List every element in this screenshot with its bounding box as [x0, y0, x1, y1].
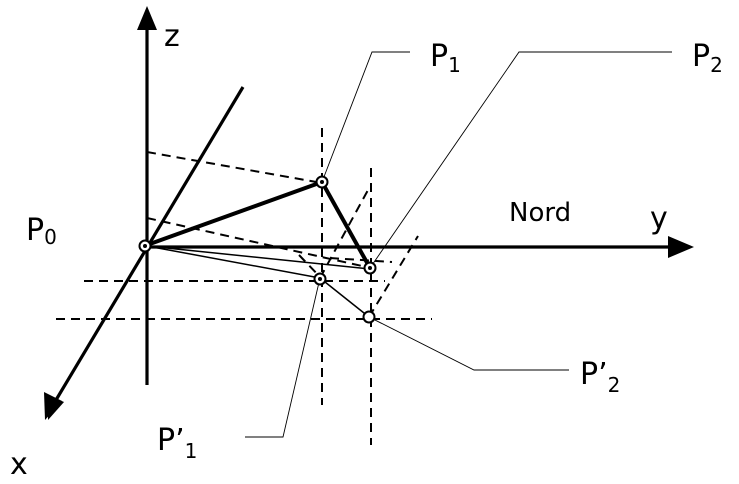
- leader-lines: [245, 51, 672, 438]
- y-axis-arrowhead: [668, 236, 694, 258]
- dashed-z-to-p1: [146, 151, 323, 184]
- z-axis-arrowhead: [137, 6, 157, 30]
- marker-p2-proj: [362, 310, 376, 324]
- north-label: Nord: [509, 198, 571, 228]
- segment-p1-p2: [320, 181, 372, 269]
- z-axis-label: z: [164, 19, 180, 54]
- construction-lines: [56, 128, 432, 445]
- marker-p1-proj: [313, 272, 327, 286]
- leader-p2-proj: [368, 316, 569, 371]
- segment-p1proj-p2proj: [319, 277, 370, 318]
- marker-p0: [138, 239, 152, 253]
- y-axis-label: y: [650, 201, 668, 236]
- x-axis-arrowhead-tip: [44, 392, 62, 420]
- segment-p0-p1-proj: [146, 245, 321, 279]
- x-axis-label: x: [10, 447, 28, 482]
- segment-p0-p2-proj: [146, 245, 371, 270]
- dashed-y-to-p1-proj: [298, 254, 323, 280]
- leader-p2: [369, 51, 672, 269]
- dashed-y-to-p2-proj: [329, 257, 393, 263]
- point-markers: [138, 175, 377, 324]
- segment-p0-p1: [146, 180, 323, 247]
- dashed-oblique-p1: [319, 189, 369, 279]
- segments: [146, 180, 372, 318]
- dashed-oblique-p2: [368, 235, 419, 318]
- label-p1-proj: P’1: [157, 423, 197, 463]
- label-p1: P1: [430, 39, 461, 77]
- leader-p1: [321, 51, 410, 183]
- label-p0: P0: [26, 213, 57, 249]
- marker-p1: [315, 175, 329, 189]
- leader-p1-proj: [245, 277, 321, 438]
- marker-p2: [363, 261, 377, 275]
- dashed-z-to-p2: [146, 217, 372, 269]
- label-p2: P2: [692, 39, 723, 77]
- label-p2-proj: P’2: [580, 357, 620, 397]
